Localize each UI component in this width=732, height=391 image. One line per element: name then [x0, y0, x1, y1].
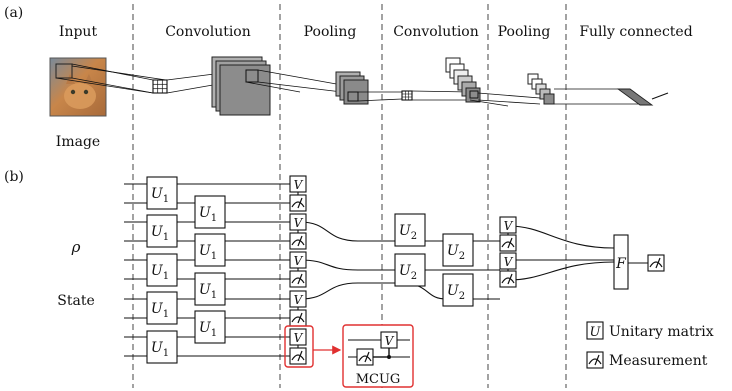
svg-text:V: V — [294, 178, 304, 192]
svg-text:V: V — [294, 254, 304, 268]
svg-text:V: V — [294, 331, 304, 345]
measurement-icon — [289, 194, 307, 212]
pool2-to-fc-lines — [554, 88, 640, 105]
u2-label: U2 — [399, 263, 417, 282]
final-measurement-icon — [647, 254, 665, 272]
measurement-icon — [499, 234, 517, 252]
stage-fully-connected: Fully connected — [579, 24, 692, 40]
v-gate: V — [289, 175, 307, 193]
svg-text:V: V — [504, 219, 514, 233]
v-gate: V — [289, 213, 307, 231]
measurement-icon — [289, 309, 307, 327]
u1-label: U1 — [151, 263, 169, 282]
u1-label: U1 — [199, 320, 217, 339]
u2-label: U2 — [447, 283, 465, 302]
measurement-icon — [499, 270, 517, 288]
v-gate: V — [289, 251, 307, 269]
stage-separators — [132, 4, 567, 388]
svg-text:U: U — [590, 325, 602, 340]
u2-labels: U2 U2 U2 U2 — [399, 223, 465, 302]
svg-text:V: V — [294, 293, 304, 307]
u1-gates-column-1 — [146, 176, 178, 364]
u1-label: U1 — [151, 224, 169, 243]
pool-to-kernel-lines — [357, 91, 403, 102]
v-gate: V — [499, 252, 517, 270]
u1-label: U1 — [199, 243, 217, 262]
svg-text:F: F — [615, 256, 627, 272]
mcug-label: MCUG — [356, 372, 401, 387]
u1-label: U1 — [151, 301, 169, 320]
stage-input: Input — [59, 24, 98, 40]
legend: U Unitary matrix Measurement — [586, 321, 714, 369]
u2-gates — [394, 213, 474, 307]
kernel-grid-2 — [401, 90, 413, 101]
mcug-highlight-box — [284, 325, 314, 368]
u2-label: U2 — [399, 223, 417, 242]
image-caption: Image — [56, 134, 100, 150]
kernel2-to-map-lines — [411, 90, 471, 101]
input-image — [49, 57, 107, 117]
stage-pooling-2: Pooling — [498, 24, 551, 40]
measurement-icon — [289, 232, 307, 250]
measurement-icon — [289, 270, 307, 288]
u1-label: U1 — [151, 340, 169, 359]
pooled-maps-2 — [527, 73, 555, 105]
panel-b-label: (b) — [4, 169, 24, 185]
mcug-v-gate: V — [385, 334, 395, 348]
pooling-gates-2: V V — [499, 216, 517, 288]
input-to-kernel-lines — [55, 63, 167, 94]
kernel-grid-1 — [152, 79, 168, 94]
f-gate: F — [613, 234, 629, 290]
u2-label: U2 — [447, 243, 465, 262]
pooling-gates-1: V V V V V — [289, 175, 307, 365]
pooled-maps-1 — [335, 71, 369, 105]
measurement-icon — [356, 348, 374, 366]
u1-gates-column-2 — [194, 195, 226, 344]
legend-measurement-icon — [586, 351, 604, 369]
u1-label: U1 — [199, 282, 217, 301]
stage-pooling-1: Pooling — [304, 24, 357, 40]
u1-labels: U1 U1 U1 U1 U1 U1 U1 U1 U1 — [151, 186, 217, 359]
stage-convolution-2: Convolution — [393, 24, 479, 40]
v-gate: V — [289, 328, 307, 346]
legend-measurement-label: Measurement — [609, 353, 708, 369]
svg-text:V: V — [294, 216, 304, 230]
stage-convolution-1: Convolution — [165, 24, 251, 40]
feature-maps-1 — [211, 56, 271, 116]
feature-maps-2 — [445, 57, 481, 103]
u1-label: U1 — [151, 186, 169, 205]
v-gate: V — [499, 216, 517, 234]
legend-unitary-label: Unitary matrix — [609, 324, 714, 340]
u1-label: U1 — [199, 205, 217, 224]
map-to-pool-lines — [245, 69, 343, 93]
state-label: State — [57, 293, 94, 309]
mcug-inset: V MCUG — [342, 324, 414, 388]
v-gate: V — [289, 290, 307, 308]
rho-label: ρ — [71, 238, 81, 256]
measurement-icon — [289, 347, 307, 365]
svg-text:V: V — [504, 255, 514, 269]
legend-unitary-icon: U — [586, 321, 604, 340]
fully-connected-layer — [616, 88, 669, 106]
map2-to-pool2-lines — [469, 92, 541, 107]
panel-a-label: (a) — [4, 5, 23, 21]
